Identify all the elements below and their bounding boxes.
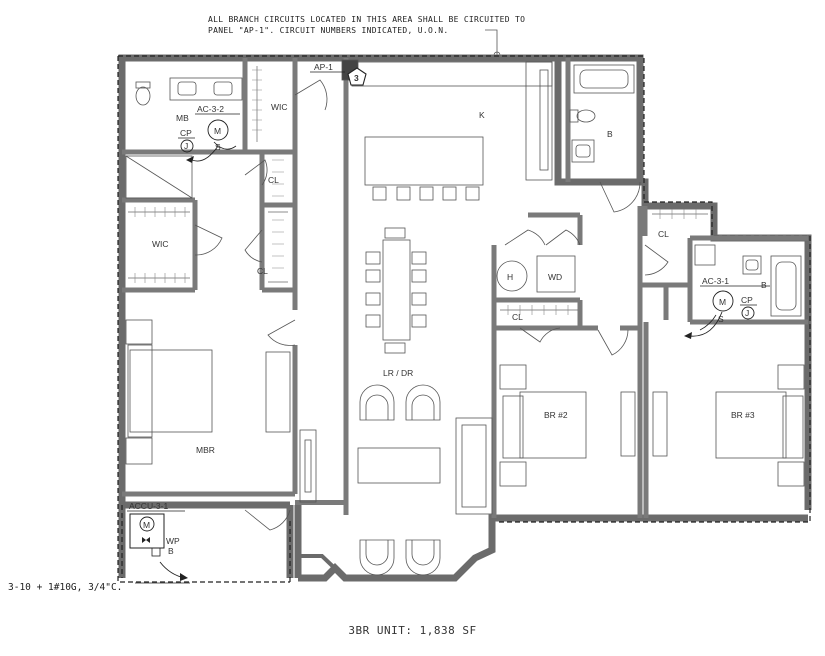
bath-2-fixtures: [694, 244, 802, 317]
corridor-wall: [295, 500, 346, 505]
tag-accu: ACCU-3-1: [129, 501, 168, 511]
br3-furniture: [652, 364, 805, 487]
master-bath-fixtures: [125, 77, 243, 199]
label-wic-1: WIC: [271, 102, 288, 112]
general-note-line-2: PANEL "AP-1". CIRCUIT NUMBERS INDICATED,…: [208, 26, 449, 35]
tag-cp-2: CP: [741, 295, 753, 305]
tag-ac-3-1: AC-3-1: [702, 276, 729, 286]
tag-cp-1: CP: [180, 128, 192, 138]
label-wic-2: WIC: [152, 239, 169, 249]
label-bath-1: B: [607, 129, 613, 139]
tag-b: B: [168, 546, 174, 556]
kitchen-fixtures: [341, 59, 553, 201]
exterior-walls: [118, 54, 812, 582]
label-bath-2: B: [761, 280, 767, 290]
accu-symbol: [127, 510, 190, 584]
label-cl-1: CL: [268, 175, 279, 185]
tag-s-2: S: [718, 314, 724, 324]
br2-furniture: [499, 364, 636, 487]
mbr-furniture: [125, 319, 291, 465]
label-cl-2: CL: [658, 229, 669, 239]
label-cl-4: CL: [512, 312, 523, 322]
label-mbr: MBR: [196, 445, 215, 455]
tag-motor-2: M: [719, 297, 726, 307]
label-lr-dr: LR / DR: [383, 368, 413, 378]
label-wd: WD: [548, 272, 562, 282]
laundry-fixtures: [496, 255, 576, 293]
home-run-note: 3-10 + 1#10G, 3/4"C.: [8, 582, 123, 593]
label-h: H: [507, 272, 513, 282]
ac-3-1-symbol: [684, 285, 770, 339]
panel-ap1-symbol: [310, 67, 367, 86]
tag-s-1: S: [215, 142, 221, 152]
ac-3-2-symbol: [178, 113, 240, 163]
area-boundary: [117, 55, 811, 583]
label-cl-3: CL: [257, 266, 268, 276]
bay-window: [298, 554, 347, 580]
general-note: ALL BRANCH CIRCUITS LOCATED IN THIS AREA…: [208, 14, 525, 36]
label-br-2: BR #2: [544, 410, 568, 420]
tag-j-2: J: [745, 308, 749, 318]
label-br-3: BR #3: [731, 410, 755, 420]
door-swings: [194, 79, 669, 531]
tag-circuit: 3: [354, 73, 359, 83]
tag-motor-1: M: [214, 126, 221, 136]
label-mb: MB: [176, 113, 189, 123]
tag-motor-3: M: [143, 520, 150, 530]
note-leader: [485, 29, 498, 55]
dining-table: [365, 227, 427, 354]
closet-ticks: [134, 69, 697, 315]
interior-walls: [122, 58, 808, 518]
tag-ap-1: AP-1: [314, 62, 333, 72]
bath-1-fixtures: [569, 64, 635, 163]
tag-j-1: J: [184, 141, 188, 151]
living-furniture: [299, 384, 493, 576]
closet-rods: [128, 66, 708, 311]
unit-label: 3BR UNIT: 1,838 SF: [348, 624, 477, 637]
label-kitchen: K: [479, 110, 485, 120]
general-note-line-1: ALL BRANCH CIRCUITS LOCATED IN THIS AREA…: [208, 15, 526, 24]
tag-wp: WP: [166, 536, 180, 546]
tag-ac-3-2: AC-3-2: [197, 104, 224, 114]
